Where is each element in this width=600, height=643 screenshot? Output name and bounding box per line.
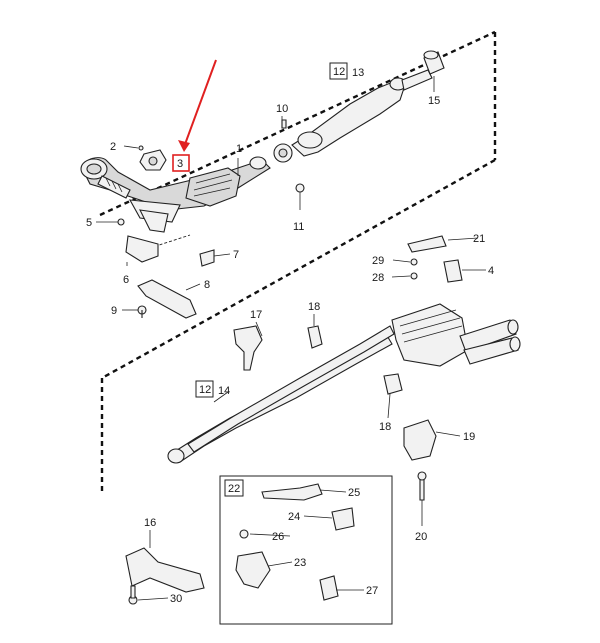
callout-8: 8	[204, 279, 210, 291]
rear-pipe-and-silencer	[167, 303, 521, 464]
red-arrowhead	[178, 140, 190, 152]
callout-29: 29	[372, 255, 384, 267]
callout-24: 24	[288, 511, 300, 523]
boxed-callouts: 12 12 22	[195, 62, 348, 497]
callout-28: 28	[372, 272, 384, 284]
callout-13: 13	[352, 67, 364, 79]
front-pipe-catalytic-converter	[80, 156, 271, 233]
callout-3: 3	[177, 158, 183, 170]
hangers-and-brackets	[233, 235, 463, 501]
red-pointer-arrow	[183, 59, 217, 148]
callout-16: 16	[144, 517, 156, 529]
callout-2: 2	[110, 141, 116, 153]
clamp-and-gasket	[273, 119, 305, 193]
box-22	[224, 479, 244, 497]
callout-17: 17	[250, 309, 262, 321]
box-12-lower	[195, 380, 214, 398]
callout-labels: 1 2 4 5 6 7 8 9 10 11 13 14 15 16 17 18 …	[86, 67, 494, 605]
highlighted-part-3: 3	[172, 59, 217, 172]
callout-4: 4	[488, 265, 494, 277]
callout-5: 5	[86, 217, 92, 229]
callout-1: 1	[236, 143, 242, 155]
callout-27: 27	[366, 585, 378, 597]
callout-20: 20	[415, 531, 427, 543]
middle-silencer	[291, 69, 433, 157]
repair-kit-box	[219, 475, 393, 625]
callout-25: 25	[348, 487, 360, 499]
callout-14: 14	[218, 385, 230, 397]
callout-10: 10	[276, 103, 288, 115]
callout-12-upper: 12	[333, 66, 345, 78]
callout-30: 30	[170, 593, 182, 605]
callout-7: 7	[233, 249, 239, 261]
callout-11: 11	[293, 221, 304, 233]
callout-15: 15	[428, 95, 440, 107]
callout-18-upper: 18	[308, 301, 320, 313]
callout-21: 21	[473, 233, 485, 245]
callout-26: 26	[272, 531, 284, 543]
rear-bracket	[125, 547, 205, 605]
leader-lines	[96, 76, 486, 601]
callout-12-lower: 12	[199, 384, 211, 396]
callout-19: 19	[463, 431, 475, 443]
heat-shield-bracket	[137, 279, 197, 319]
gasket-flange	[138, 145, 167, 171]
callout-18-lower: 18	[379, 421, 391, 433]
callout-23: 23	[294, 557, 306, 569]
pipe-sleeve	[423, 50, 445, 75]
box-12-upper	[329, 62, 348, 80]
callout-6: 6	[123, 274, 129, 286]
callout-22: 22	[228, 483, 240, 495]
callout-9: 9	[111, 305, 117, 317]
mounting-bracket	[117, 218, 215, 267]
highlight-box-3	[172, 154, 190, 172]
